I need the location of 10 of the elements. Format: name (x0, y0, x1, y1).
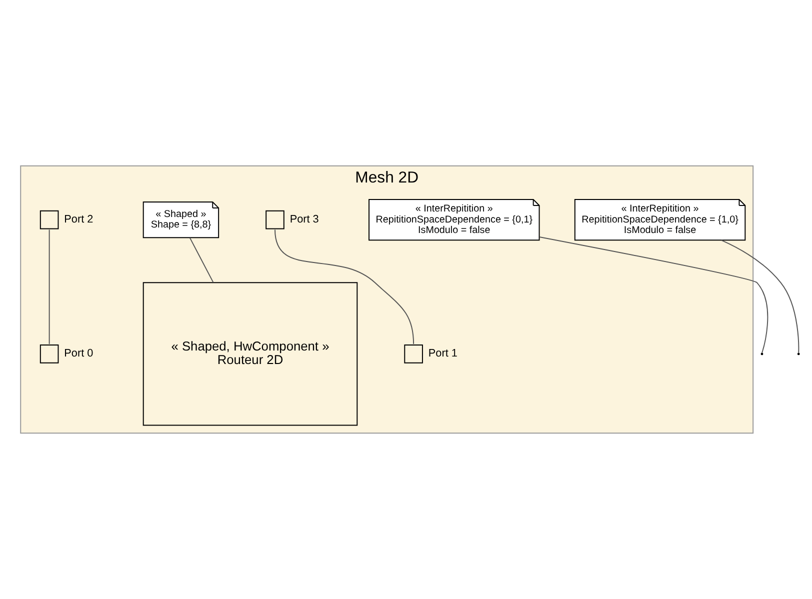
node-label: Port 2 (64, 214, 94, 226)
connector (274, 229, 414, 345)
connector (189, 237, 214, 283)
node-label: Port 1 (428, 348, 458, 360)
node-box: « Shaped, HwComponent » Routeur 2D (142, 282, 358, 426)
connector (48, 229, 50, 345)
connector (720, 240, 800, 354)
connector (539, 236, 768, 354)
node-label: Port 3 (290, 214, 319, 226)
node-label: Port 0 (64, 348, 94, 360)
